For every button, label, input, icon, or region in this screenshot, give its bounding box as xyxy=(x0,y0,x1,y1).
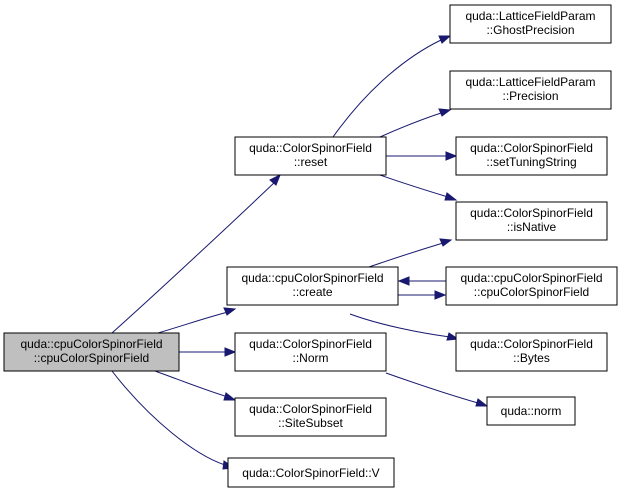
node-color-spinor-field-is-native[interactable]: quda::ColorSpinorField ::isNative xyxy=(455,201,608,241)
node-label-line2: ::Precision xyxy=(502,89,558,103)
edge-root-to-site-subset xyxy=(154,370,237,401)
node-label-line2: ::SiteSubset xyxy=(278,416,343,430)
edge-root-to-norm xyxy=(179,347,237,357)
edge-create-to-cpu-ctor xyxy=(398,290,447,300)
node-label-line1: quda::LatticeFieldParam xyxy=(465,75,595,89)
edge-norm-to-quda-norm xyxy=(385,372,489,407)
edge-root-to-create xyxy=(157,307,237,334)
node-cpu-color-spinor-field-create[interactable]: quda::cpuColorSpinorField ::create xyxy=(226,266,399,306)
node-label-line1: quda::ColorSpinorField xyxy=(470,141,593,155)
node-color-spinor-field-site-subset[interactable]: quda::ColorSpinorField ::SiteSubset xyxy=(234,397,387,437)
edge-cpu-ctor-to-create xyxy=(397,276,446,286)
node-color-spinor-field-norm[interactable]: quda::ColorSpinorField ::Norm xyxy=(234,332,387,372)
node-label-line1: quda::ColorSpinorField::V xyxy=(242,466,379,480)
node-cpu-color-spinor-field-ctor[interactable]: quda::cpuColorSpinorField ::cpuColorSpin… xyxy=(445,266,618,306)
node-color-spinor-field-set-tuning-string[interactable]: quda::ColorSpinorField ::setTuningString xyxy=(455,136,608,176)
edge-reset-to-precision xyxy=(379,108,452,138)
node-lattice-field-param-ghost-precision[interactable]: quda::LatticeFieldParam ::GhostPrecision xyxy=(449,4,612,44)
node-quda-norm[interactable]: quda::norm xyxy=(486,396,576,426)
node-label-line2: ::reset xyxy=(294,155,328,169)
node-label-line2: ::create xyxy=(292,285,332,299)
node-label-line1: quda::ColorSpinorField xyxy=(470,206,593,220)
node-label-line2: ::GhostPrecision xyxy=(486,23,574,37)
node-label-line1: quda::LatticeFieldParam xyxy=(465,9,595,23)
node-label-line1: quda::ColorSpinorField xyxy=(249,141,372,155)
nodes: quda::cpuColorSpinorField ::cpuColorSpin… xyxy=(3,4,618,488)
node-label-line1: quda::cpuColorSpinorField xyxy=(241,271,383,285)
node-color-spinor-field-bytes[interactable]: quda::ColorSpinorField ::Bytes xyxy=(455,332,608,372)
node-label-line2: ::cpuColorSpinorField xyxy=(34,351,149,365)
edges xyxy=(111,35,489,470)
node-label-line2: ::cpuColorSpinorField xyxy=(474,285,589,299)
node-color-spinor-field-reset[interactable]: quda::ColorSpinorField ::reset xyxy=(234,136,387,176)
node-label-line1: quda::norm xyxy=(501,404,562,418)
node-lattice-field-param-precision[interactable]: quda::LatticeFieldParam ::Precision xyxy=(449,70,612,110)
node-label-line1: quda::ColorSpinorField xyxy=(470,337,593,351)
edge-reset-to-is-native xyxy=(379,174,458,201)
node-label-line1: quda::cpuColorSpinorField xyxy=(20,337,162,351)
edge-root-to-reset xyxy=(111,173,281,334)
node-label-line1: quda::cpuColorSpinorField xyxy=(460,271,602,285)
edge-create-to-is-native xyxy=(368,238,453,268)
edge-reset-to-set-tuning xyxy=(386,151,458,161)
edge-create-to-bytes xyxy=(349,313,460,341)
node-label-line2: ::isNative xyxy=(507,220,557,234)
node-color-spinor-field-v[interactable]: quda::ColorSpinorField::V xyxy=(227,457,395,488)
node-label-line2: ::setTuningString xyxy=(486,155,576,169)
node-label-line1: quda::ColorSpinorField xyxy=(249,337,372,351)
node-cpu-color-spinor-field-root[interactable]: quda::cpuColorSpinorField ::cpuColorSpin… xyxy=(3,332,180,372)
node-label-line1: quda::ColorSpinorField xyxy=(249,402,372,416)
edge-root-to-v xyxy=(111,370,236,470)
edge-reset-to-ghost-precision xyxy=(332,35,452,138)
node-label-line2: ::Norm xyxy=(293,351,329,365)
node-label-line2: ::Bytes xyxy=(513,351,550,365)
